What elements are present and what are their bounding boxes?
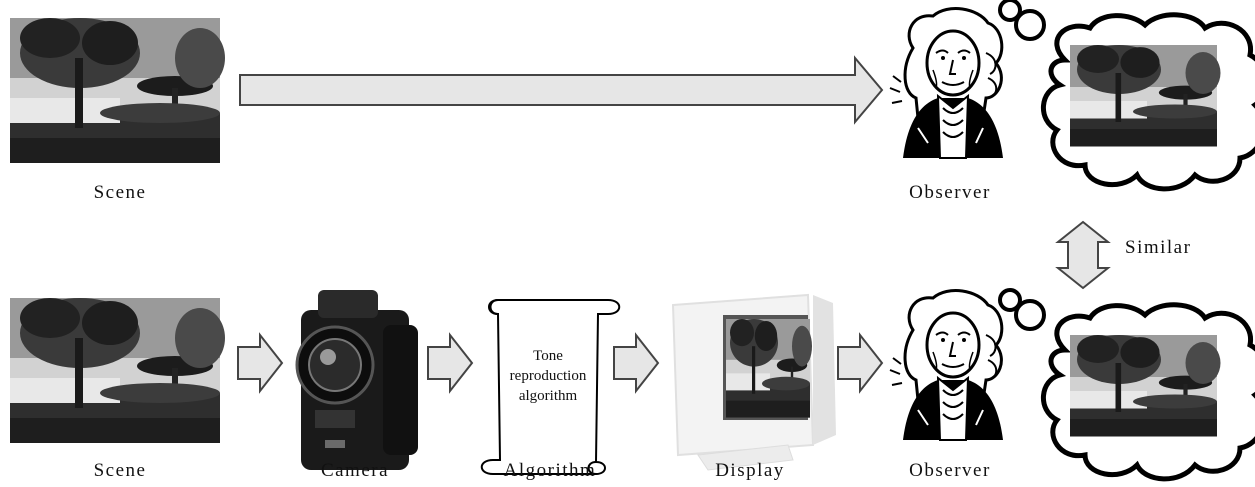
scene-photo-top <box>10 18 225 163</box>
scene-photo-bottom <box>10 298 225 443</box>
observer-portrait-top <box>888 7 1005 160</box>
observer-portrait-bottom <box>888 289 1005 442</box>
observer-label-bottom: Observer <box>909 460 991 481</box>
scene-label-top: Scene <box>93 182 147 203</box>
similar-label: Similar <box>1125 237 1192 258</box>
arrow-camera-algorithm <box>427 334 473 392</box>
observer-label-top: Observer <box>909 182 991 203</box>
scroll-text-line1: Tone <box>533 348 563 364</box>
arrow-display-observer <box>837 334 883 392</box>
crt-monitor-icon <box>671 293 836 471</box>
algorithm-label: Algorithm <box>503 460 597 481</box>
double-arrow-icon <box>1055 220 1111 290</box>
arrow-algorithm-display <box>613 334 659 392</box>
scroll-text-line3: algorithm <box>519 388 578 404</box>
thought-cloud-top <box>1000 0 1255 189</box>
display-label: Display <box>715 460 785 481</box>
thought-cloud-bottom <box>1000 290 1255 479</box>
arrow-scene-camera <box>237 334 283 392</box>
scroll-text-line2: reproduction <box>510 368 587 384</box>
camera-label: Camera <box>320 460 390 481</box>
long-arrow-icon <box>239 55 884 125</box>
scene-label-bottom: Scene <box>93 460 147 481</box>
camera-image <box>295 290 418 470</box>
scroll-icon: Tone reproduction algorithm <box>480 299 621 475</box>
